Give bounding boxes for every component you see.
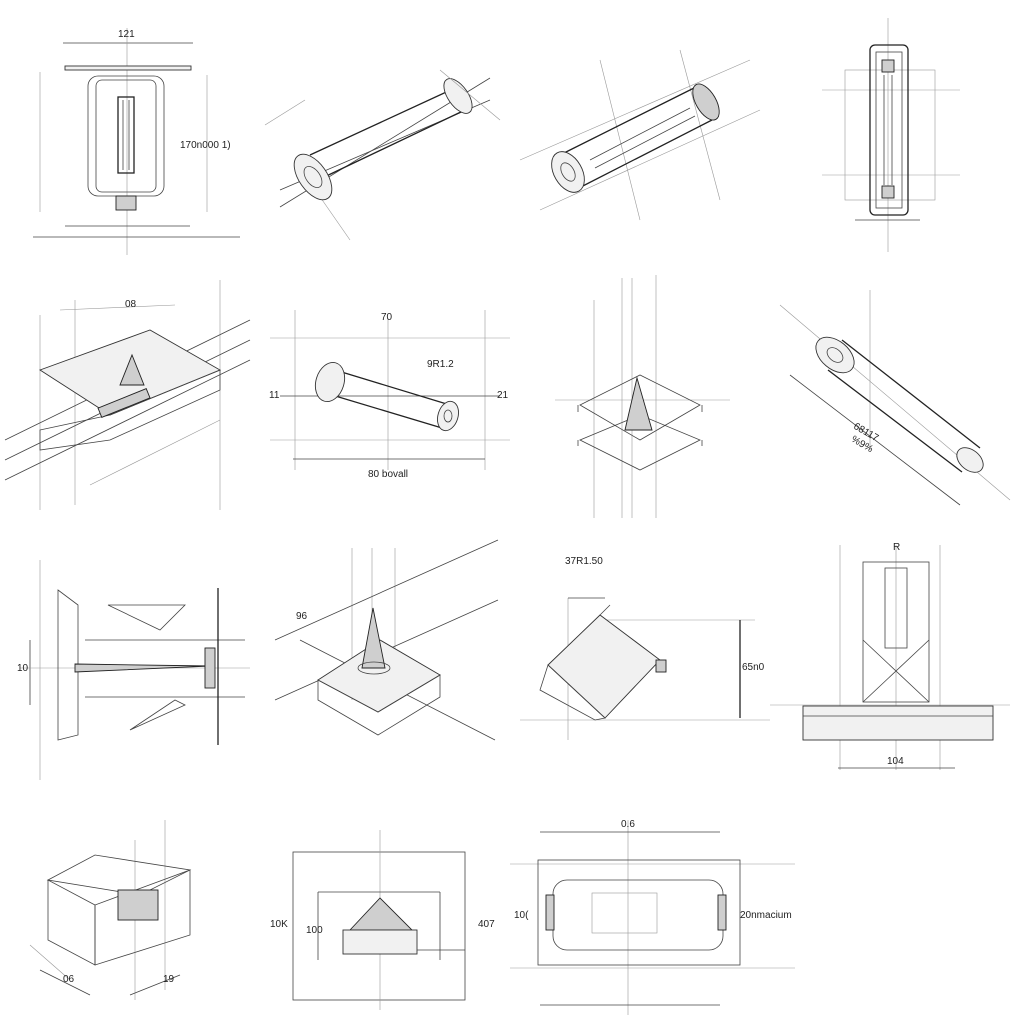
panel-14-dim-right: 407 bbox=[478, 919, 495, 930]
panel-9-rod-assembly bbox=[20, 560, 250, 780]
panel-13-dim-right: 19 bbox=[163, 974, 175, 985]
panel-13-dim-left: 06 bbox=[63, 974, 75, 985]
panel-12-column-on-base bbox=[770, 545, 1010, 770]
panel-8-bolt-diagonal bbox=[779, 290, 1011, 506]
panel-15-dim-left: 10( bbox=[514, 910, 529, 921]
panel-15-dim-top: 0.6 bbox=[621, 819, 635, 830]
panel-10-box-with-spire bbox=[274, 539, 499, 741]
panel-6-dim-radius: 9R1.2 bbox=[427, 359, 454, 370]
panel-7-stacked-plates bbox=[555, 275, 730, 518]
panel-9-dim: 10 bbox=[17, 663, 29, 674]
panel-11-dim-radius: 37R1.50 bbox=[565, 556, 603, 567]
panel-6-dim-left: 11 bbox=[269, 390, 280, 401]
panel-14-pyramid-on-plate bbox=[292, 830, 466, 1010]
panel-11-tilted-cube bbox=[520, 597, 770, 740]
panel-1-dim-width: 121 bbox=[118, 29, 135, 40]
panel-6-bolt-horizontal bbox=[270, 310, 510, 470]
panel-5-dim: 08 bbox=[125, 299, 137, 310]
panel-13-open-box bbox=[29, 820, 192, 1000]
panel-2-axle-with-discs bbox=[264, 69, 501, 241]
panel-15-rounded-rect-plan bbox=[510, 820, 795, 1015]
panel-10-dim: 96 bbox=[296, 611, 308, 622]
panel-1-cylinder-elevation bbox=[33, 28, 240, 255]
panel-4-cylinder-section bbox=[822, 18, 960, 252]
panel-11-dim-side: 65n0 bbox=[742, 662, 765, 673]
panel-6-dim-top: 70 bbox=[381, 312, 393, 323]
panel-14-dim-inner: 100 bbox=[306, 925, 323, 936]
panel-5-isometric-slab bbox=[4, 280, 251, 510]
panel-14-dim-left: 10K bbox=[270, 919, 288, 930]
panel-6-dim-length: 80 bovall bbox=[368, 469, 409, 480]
panel-1-dim-height: 170n000 1) bbox=[180, 140, 231, 151]
panel-3-tube-isometric bbox=[519, 49, 761, 221]
panel-12-dim-top: R bbox=[893, 542, 901, 553]
panel-6-dim-right: 21 bbox=[497, 390, 509, 401]
panel-15-dim-right: 20nmacium bbox=[740, 910, 792, 921]
panel-12-dim-base: 104 bbox=[887, 756, 904, 767]
